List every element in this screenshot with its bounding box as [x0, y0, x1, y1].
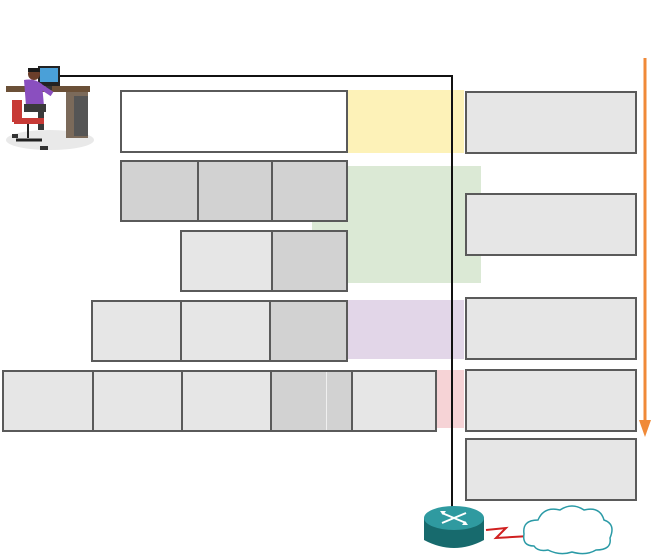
row-divider [181, 372, 183, 430]
right-label-box-5 [465, 438, 637, 501]
bits-payload-cell [270, 372, 353, 430]
bits-row [2, 370, 437, 432]
segment-row [120, 160, 348, 222]
right-label-box-3 [465, 297, 637, 360]
layer-band-yellow [348, 90, 464, 153]
serial-link [485, 526, 531, 540]
pc-user-icon [6, 66, 94, 150]
right-label-box-4 [465, 369, 637, 432]
row-divider [271, 162, 273, 220]
cloud-icon [522, 505, 613, 555]
right-label-box-1 [465, 91, 637, 154]
layer-band-purple [348, 300, 464, 359]
network-cable [52, 75, 453, 515]
row-divider [197, 162, 199, 220]
layer-band-red [436, 370, 464, 428]
row-divider [92, 372, 94, 430]
down-arrow-icon [639, 58, 651, 437]
inner-divider [326, 372, 327, 430]
packet-row [180, 230, 348, 292]
router-icon [424, 506, 484, 548]
data-box [120, 90, 348, 153]
right-label-box-2 [465, 193, 637, 256]
frame-row [91, 300, 348, 362]
packet-payload-cell [271, 232, 346, 290]
row-divider [180, 302, 182, 360]
frame-payload-cell [269, 302, 346, 360]
